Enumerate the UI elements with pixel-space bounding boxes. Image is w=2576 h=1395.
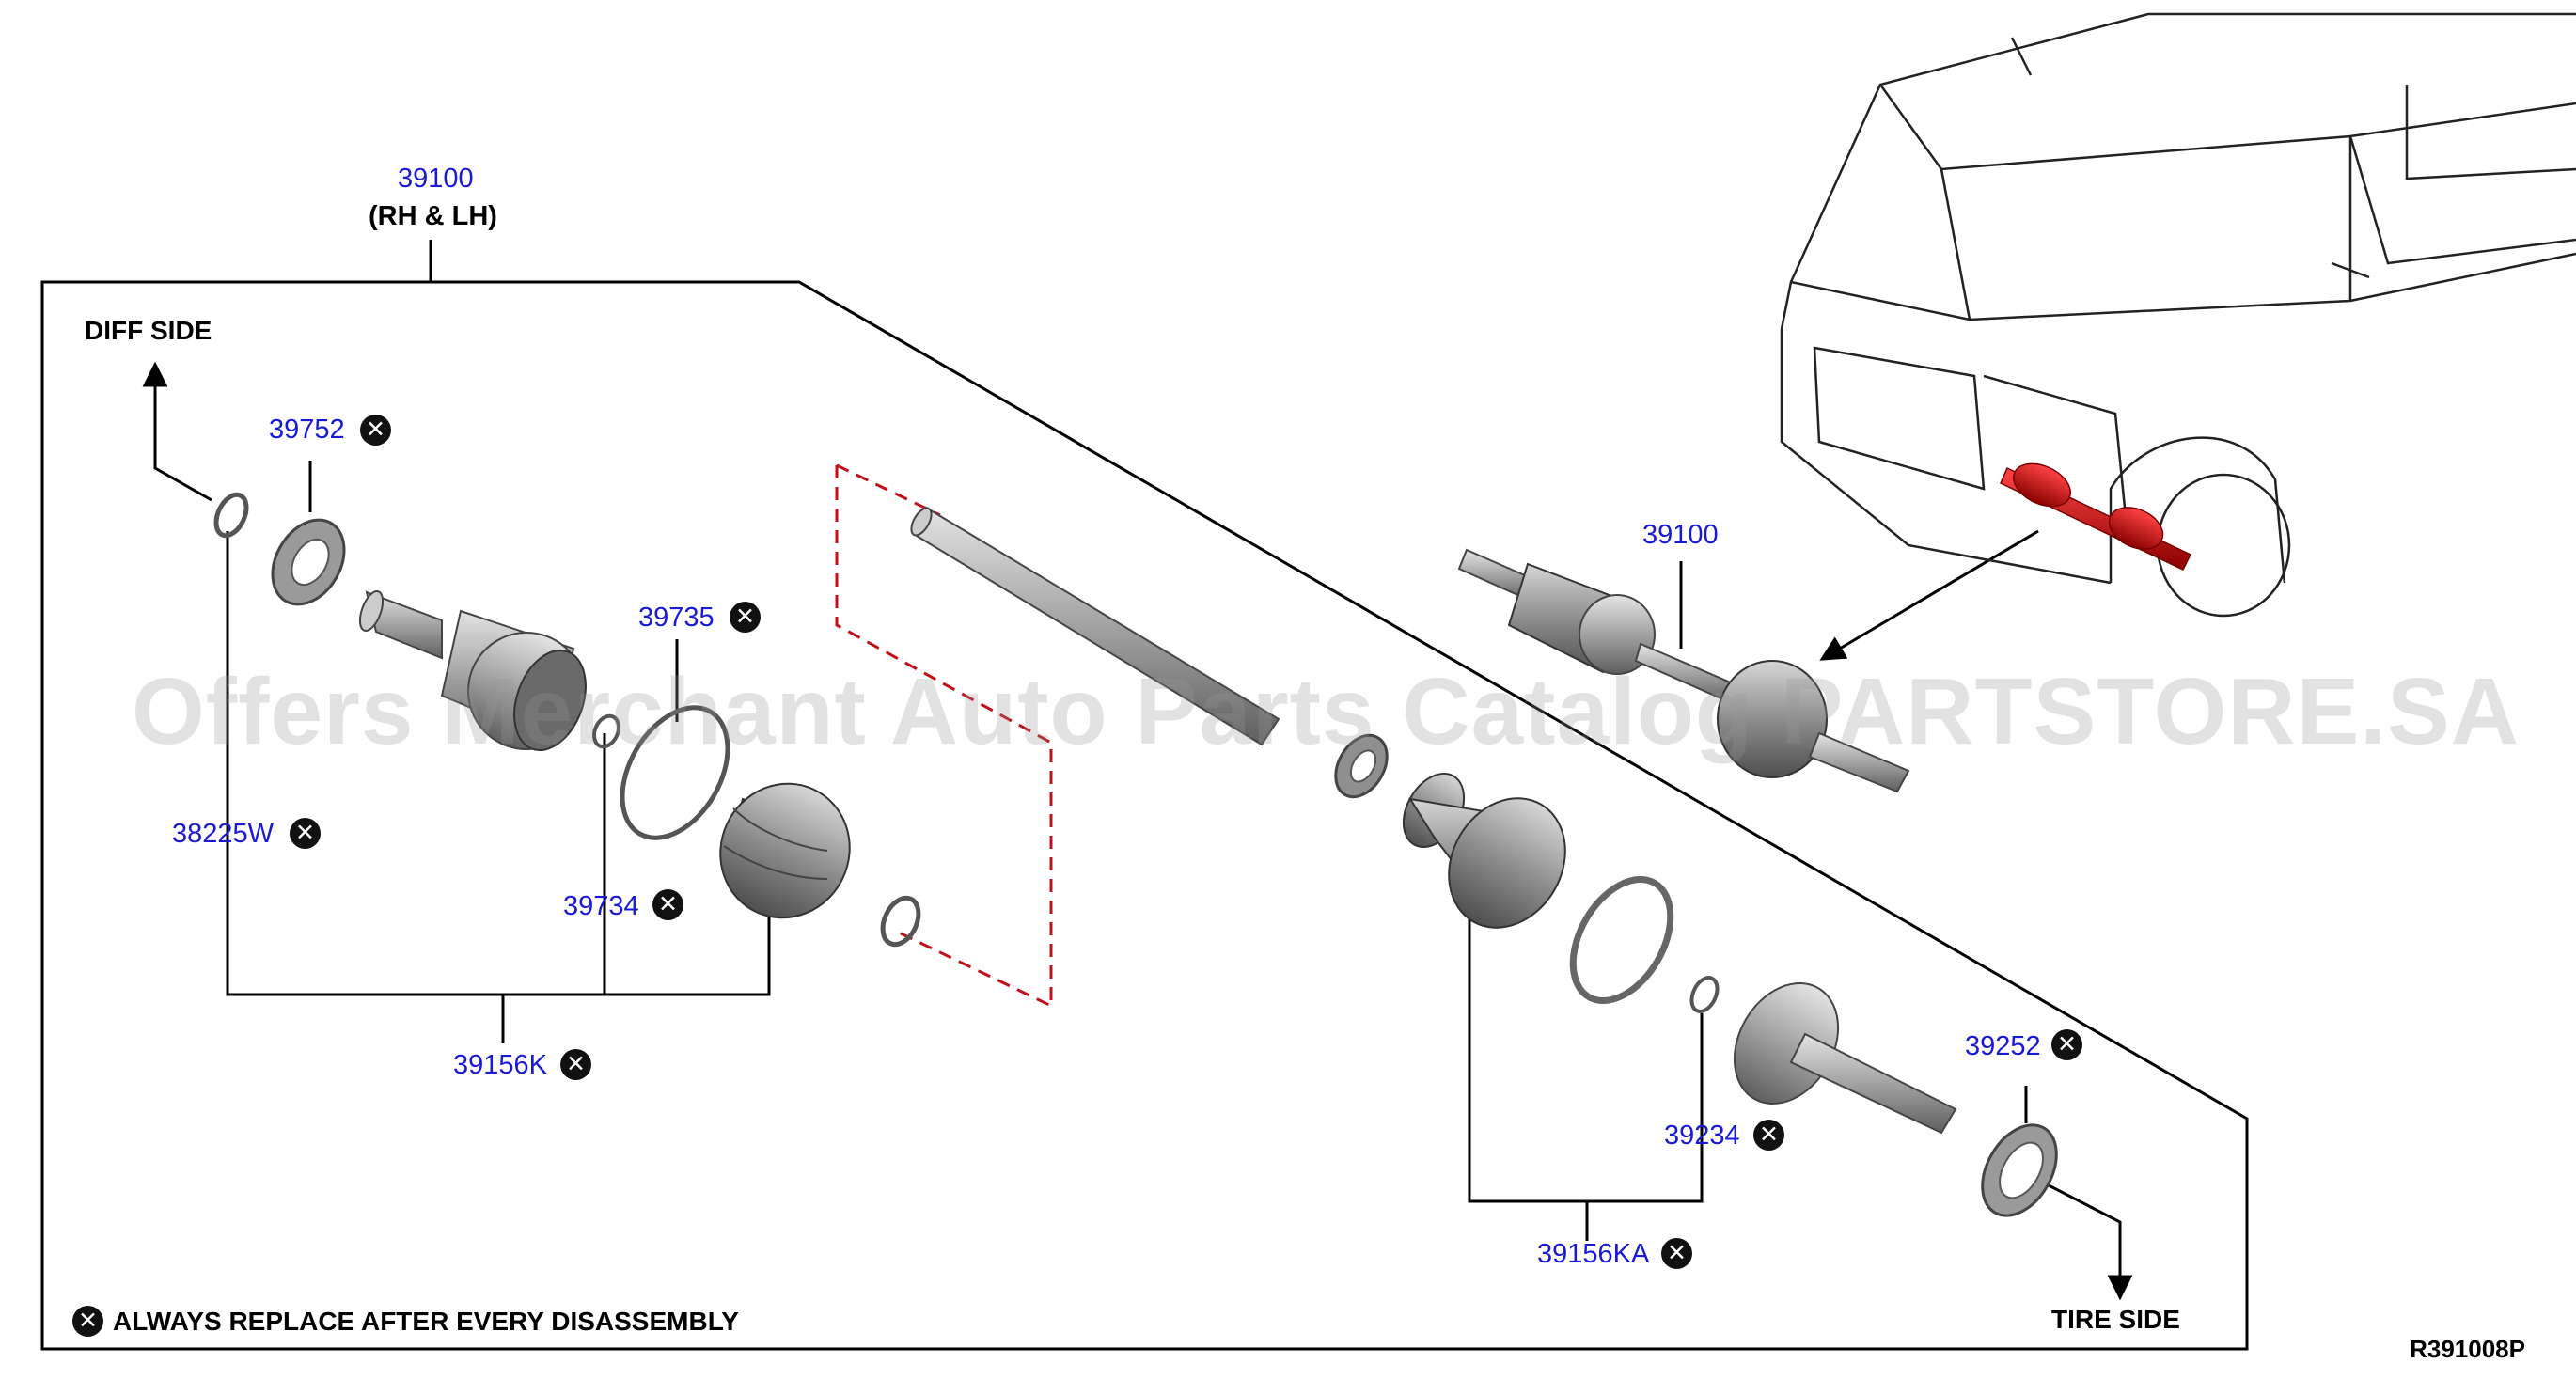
replace-marker: ✕ — [652, 889, 683, 920]
replace-marker: ✕ — [1661, 1238, 1692, 1269]
tire-side-label: TIRE SIDE — [2051, 1305, 2180, 1334]
boot-band-39735 — [620, 705, 730, 840]
washer-39252 — [1981, 1123, 2058, 1217]
part-number-38225w[interactable]: 38225W — [172, 819, 275, 849]
shaft-group-outline — [835, 463, 1053, 1009]
replace-marker: ✕ — [1753, 1120, 1784, 1151]
replace-marker: ✕ — [560, 1049, 591, 1080]
tire-side-arrow — [2018, 1168, 2133, 1301]
washer-39752 — [271, 518, 346, 606]
diff-side-label: DIFF SIDE — [85, 316, 212, 345]
drive-shaft — [910, 506, 1280, 746]
diff-side-arrow — [142, 361, 212, 502]
snap-ring-39234 — [1689, 976, 1720, 1013]
leader-lines — [226, 461, 2039, 1241]
part-number-39752[interactable]: 39752 — [269, 415, 345, 445]
legend-text: ALWAYS REPLACE AFTER EVERY DISASSEMBLY — [113, 1307, 739, 1336]
assembly-frame — [40, 240, 2249, 1351]
snap-ring-38225w — [213, 492, 249, 539]
assembly-note: (RH & LH) — [369, 201, 497, 231]
inner-joint-housing — [358, 590, 587, 752]
part-number-39735[interactable]: 39735 — [638, 603, 715, 633]
axle-assembly-39100 — [1457, 548, 1910, 793]
outer-boot — [1402, 773, 1566, 929]
replace-marker: ✕ — [2051, 1029, 2082, 1060]
diagram-reference-code: R391008P — [2410, 1335, 2525, 1363]
replace-marker: ✕ — [360, 415, 391, 446]
part-number-39234[interactable]: 39234 — [1664, 1121, 1740, 1151]
part-number-39734[interactable]: 39734 — [563, 891, 639, 921]
part-number-39252[interactable]: 39252 — [1965, 1031, 2041, 1061]
outer-joint — [1733, 982, 1957, 1135]
damper-ring — [1334, 733, 1389, 799]
part-number-39100-assembly[interactable]: 39100 — [1642, 520, 1719, 550]
legend-replace-icon: ✕ — [72, 1306, 103, 1337]
watermark: Offers Merchant Auto Parts Catalog PARTS… — [132, 659, 2520, 764]
vehicle-highlighted-axle — [2000, 462, 2192, 571]
replace-marker: ✕ — [730, 602, 761, 633]
boot-band-outer — [1569, 876, 1674, 1004]
inner-boot — [719, 782, 851, 919]
vehicle-outline — [1780, 12, 2576, 618]
part-number-39156k[interactable]: 39156K — [453, 1050, 547, 1080]
part-number-39156ka[interactable]: 39156KA — [1537, 1239, 1650, 1269]
snap-ring-39734 — [591, 713, 621, 749]
small-band — [880, 895, 921, 948]
part-number-assembly[interactable]: 39100 — [398, 164, 474, 194]
replace-marker: ✕ — [290, 818, 321, 849]
